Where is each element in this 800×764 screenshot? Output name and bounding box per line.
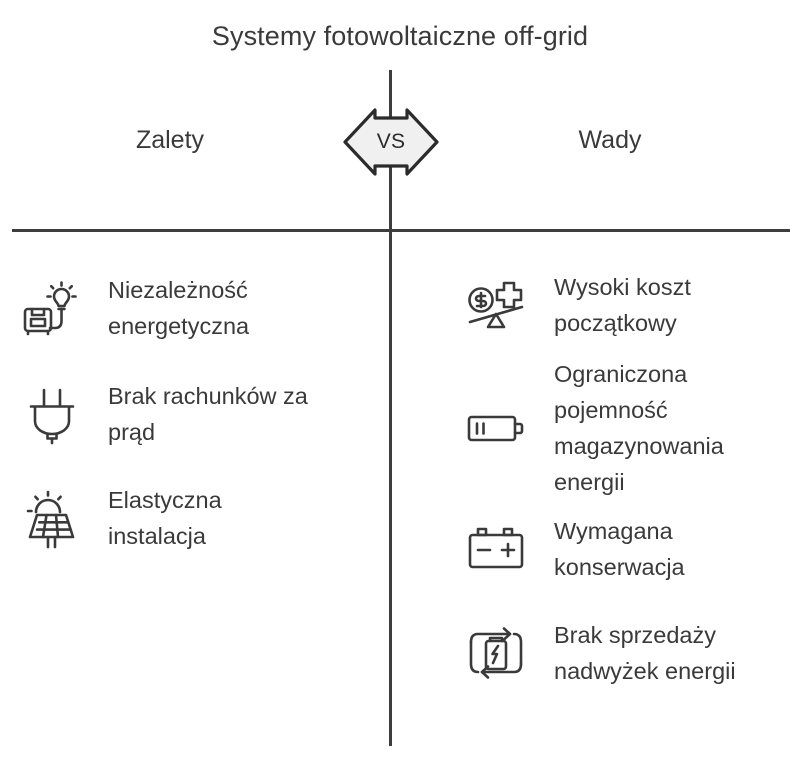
page-title: Systemy fotowoltaiczne off-grid <box>211 21 589 51</box>
column-heading-disadvantages: Wady <box>578 126 642 154</box>
generator-lightbulb-icon <box>14 270 90 346</box>
list-item: Elastyczna instalacja <box>14 472 374 564</box>
horizontal-divider <box>12 229 790 232</box>
list-item: Brak rachunków za prąd <box>14 368 374 460</box>
list-item: Brak sprzedaży nadwyżek energii <box>458 610 800 696</box>
solar-panel-sun-icon <box>14 480 90 556</box>
list-item: Wymagana konserwacja <box>458 506 800 592</box>
list-item: Ograniczona pojemność magazynowania ener… <box>458 356 800 500</box>
list-item-label: Niezależność energetyczna <box>108 277 250 339</box>
battery-recycle-icon <box>458 615 534 691</box>
advantages-list: Niezależność energetyczna Brak <box>14 262 374 582</box>
list-item-label: Wysoki koszt początkowy <box>554 274 691 336</box>
disadvantages-list: Wysoki koszt początkowy Ograniczona poje… <box>458 262 800 714</box>
vs-label: VS <box>376 130 406 153</box>
list-item-label: Brak rachunków za prąd <box>108 383 308 445</box>
column-heading-advantages: Zalety <box>135 126 205 154</box>
vertical-divider <box>389 70 392 746</box>
cost-balance-scale-icon <box>458 267 534 343</box>
vs-badge: VS <box>341 102 441 182</box>
car-battery-icon <box>458 511 534 587</box>
list-item-label: Brak sprzedaży nadwyżek energii <box>554 622 736 684</box>
low-battery-icon <box>458 390 534 466</box>
list-item-label: Ograniczona pojemność magazynowania ener… <box>554 361 724 495</box>
list-item: Wysoki koszt początkowy <box>458 262 800 348</box>
list-item: Niezależność energetyczna <box>14 262 374 354</box>
list-item-label: Wymagana konserwacja <box>554 518 685 580</box>
list-item-label: Elastyczna instalacja <box>108 487 222 549</box>
power-plug-icon <box>14 376 90 452</box>
